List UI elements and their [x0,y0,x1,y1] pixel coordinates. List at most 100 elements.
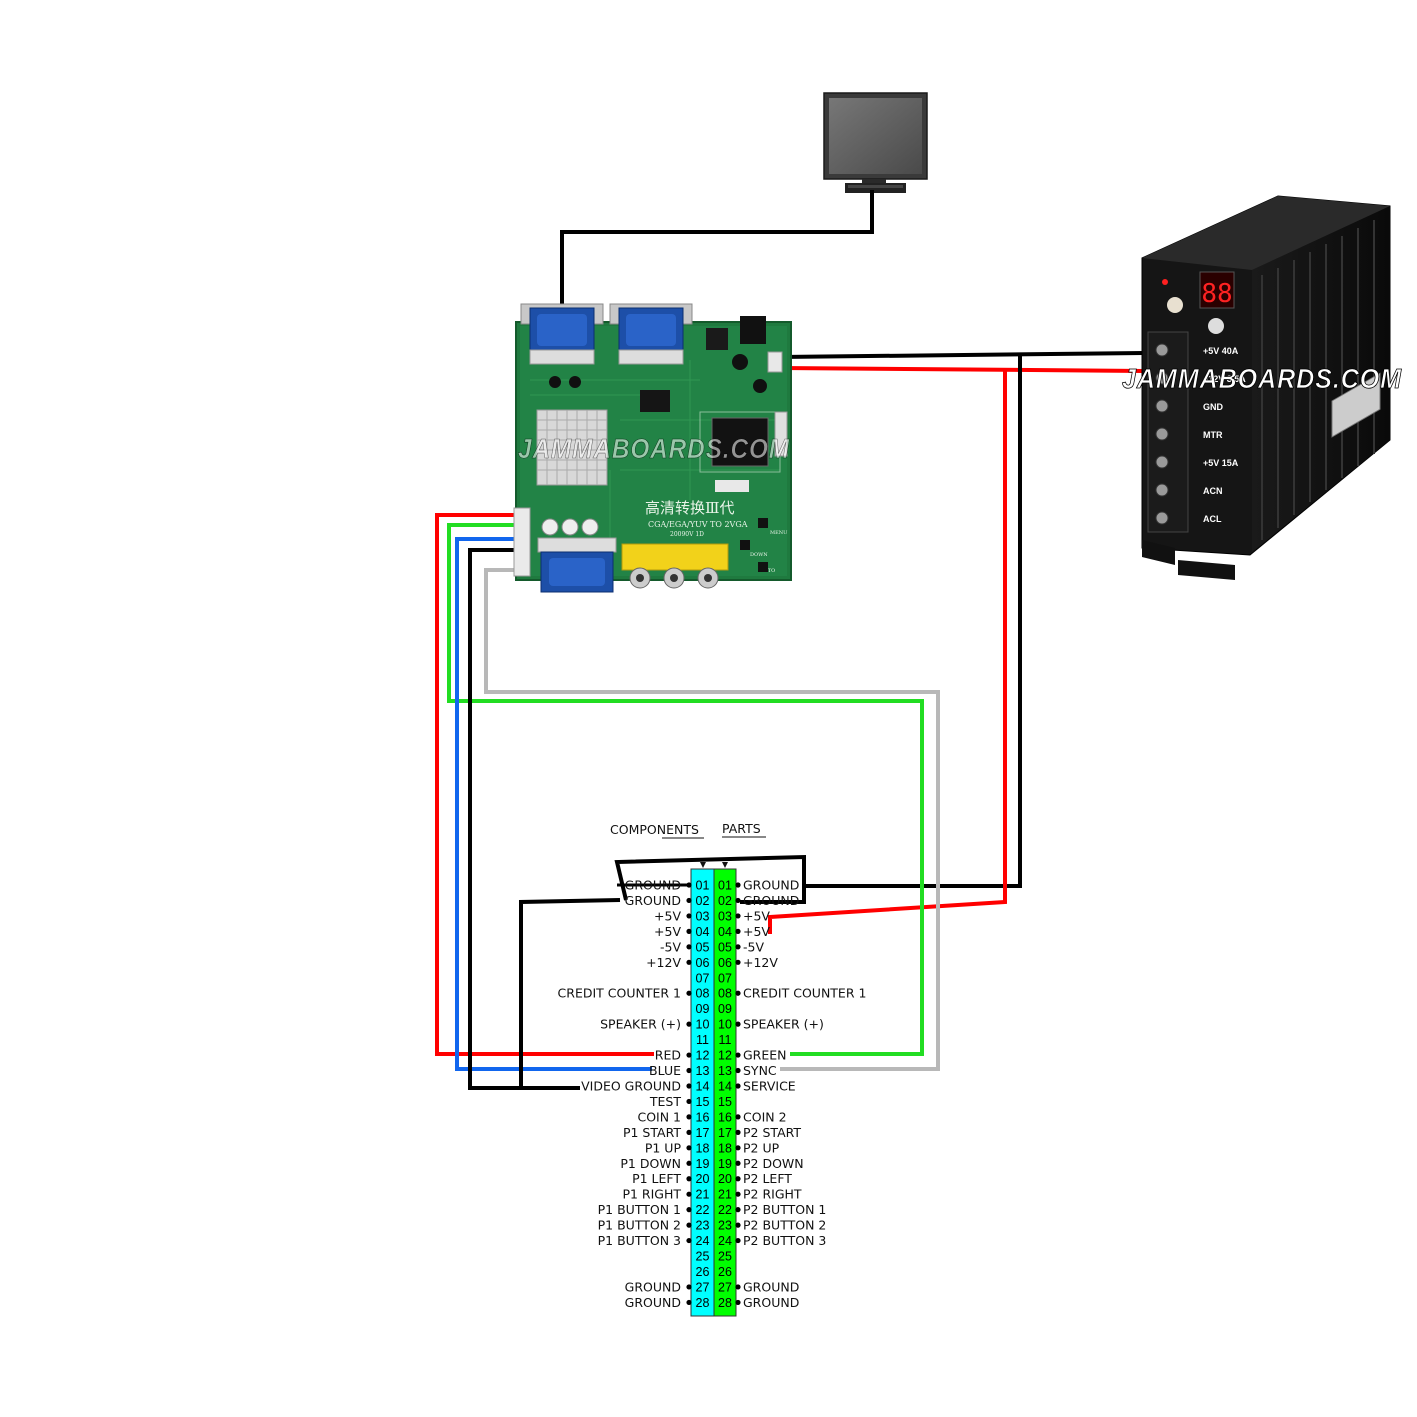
pin-dot-components [686,1083,692,1089]
pin-label-parts: P2 START [743,1125,801,1140]
pin-number-parts: 22 [718,1203,732,1217]
pin-number-parts: 15 [718,1095,732,1109]
pin-label-parts: GROUND [743,878,799,893]
vga-port-2 [609,303,693,365]
pin-label-components: P1 RIGHT [622,1187,681,1202]
pin-label-parts: SYNC [743,1063,777,1078]
pin-label-parts: +5V [743,908,770,923]
pin-number-components: 24 [696,1234,710,1248]
pin-number-components: 21 [696,1188,710,1202]
pin-dot-parts [735,897,741,904]
pin-row-24: 24 24 P1 BUTTON 3 P2 BUTTON 3 [598,1233,827,1248]
pin-dot-parts [735,1176,741,1182]
pin-number-parts: 12 [718,1049,732,1063]
pin-dot-components [686,1299,692,1306]
pin-number-components: 03 [696,909,710,923]
pin-label-parts: SPEAKER (+) [743,1017,824,1032]
pin-number-components: 25 [696,1250,710,1264]
pin-number-parts: 08 [718,987,732,1001]
pin-number-components: 27 [696,1280,710,1294]
pin-dot-parts [735,1222,741,1228]
pin-number-parts: 19 [718,1157,732,1171]
pin-number-components: 04 [696,925,710,939]
board-silk-date: 20090V 1D [670,531,704,538]
pin-number-parts: 02 [718,894,732,908]
plus5v-wire-psu [768,370,1007,934]
power-red-wire [779,366,1149,373]
board-silk-menu: MENU [770,530,787,536]
pin-number-parts: 03 [718,909,732,923]
wires [435,190,1149,1090]
pin-label-parts: P2 BUTTON 2 [743,1218,826,1233]
pin-label-parts: +5V [743,924,770,939]
power-supply: 88 +5V 40A +12V 3.5A GND MTR +5V 15A ACN… [1122,195,1401,580]
pin-number-parts: 14 [718,1079,732,1093]
pin-label-components: +12V [646,955,681,970]
pin-number-parts: 06 [718,956,732,970]
pin-label-components: -5V [660,939,681,954]
sync-wire [484,568,940,1071]
pin-number-parts: 09 [718,1002,732,1016]
pin-number-parts: 23 [718,1219,732,1233]
psu-label-acn: ACN [1203,486,1223,496]
pin-label-components: GROUND [625,878,681,893]
pin-label-parts: GREEN [743,1048,787,1063]
header-components: COMPONENTS [610,822,699,837]
pin-label-parts: P2 RIGHT [743,1187,802,1202]
pin-dot-parts [735,1284,741,1290]
pin-label-components: P1 UP [645,1140,682,1155]
pin-number-components: 19 [696,1157,710,1171]
pin-dot-components [686,1098,692,1105]
pin-label-components: P1 BUTTON 2 [598,1218,681,1233]
pin-number-parts: 24 [718,1234,732,1248]
pin-dot-components [686,959,692,965]
pin-row-19: 19 19 P1 DOWN P2 DOWN [620,1156,803,1171]
pin-number-parts: 17 [718,1126,732,1140]
pin-label-components: P1 BUTTON 3 [598,1233,681,1248]
pin-label-parts: P2 BUTTON 1 [743,1202,826,1217]
pin-number-components: 08 [696,987,710,1001]
pin-number-components: 14 [696,1079,710,1093]
pin-number-components: 02 [696,894,710,908]
parts-strip [713,868,737,1317]
monitor-icon [823,92,928,193]
pin-number-parts: 11 [719,1033,732,1047]
pin-label-parts: P2 BUTTON 3 [743,1233,826,1248]
pin-label-components: P1 DOWN [620,1156,681,1171]
pin-dot-parts [735,1145,741,1151]
pin-dot-components [686,1129,692,1135]
pin-label-components: GROUND [625,1279,681,1294]
pin-dot-components [686,913,692,919]
pin-dot-parts [735,1237,741,1244]
pin-dot-parts [735,1114,741,1120]
pin-dot-parts [735,913,741,919]
rca-inputs [621,543,729,589]
psu-label-mtr: MTR [1203,430,1223,440]
pin-label-components: TEST [649,1094,681,1109]
pin-label-parts: P2 DOWN [743,1156,804,1171]
psu-label-acl: ACL [1203,514,1222,524]
vga-port-1 [520,303,604,365]
power-black-wire [779,351,1149,359]
vga-input-port [537,537,617,593]
pin-label-parts: SERVICE [743,1078,796,1093]
pin-dot-parts [735,1160,741,1166]
pin-number-components: 10 [696,1018,710,1032]
pin-number-parts: 26 [718,1265,732,1279]
board-silk-down: DOWN [750,552,768,558]
pin-label-components: COIN 1 [637,1109,681,1124]
